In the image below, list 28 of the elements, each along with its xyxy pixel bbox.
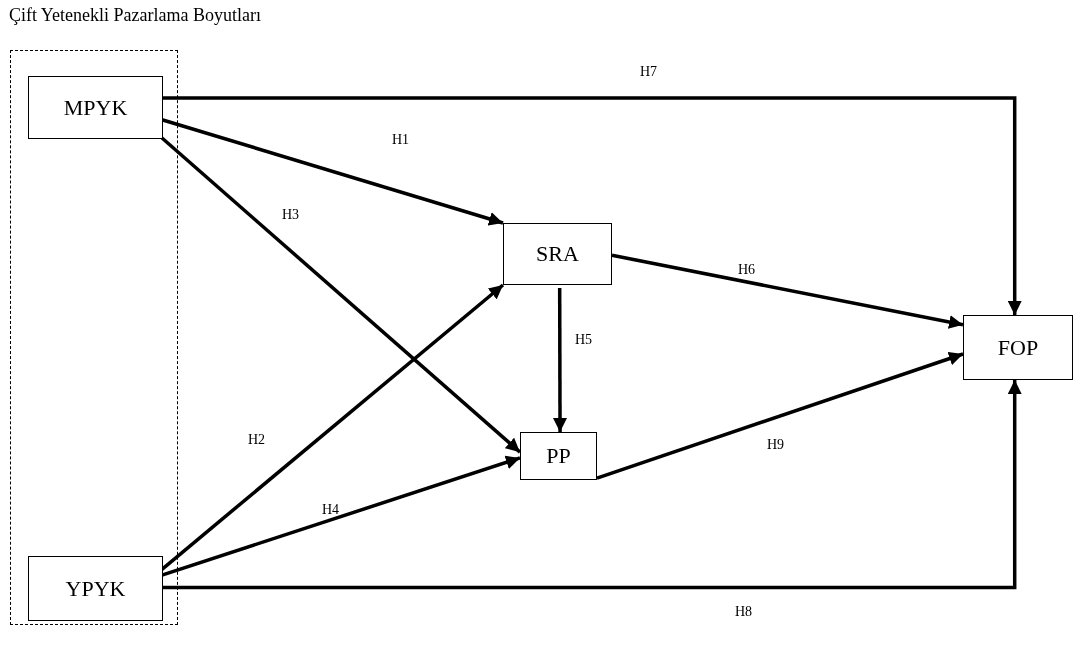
variable-box xyxy=(28,556,163,621)
arrow xyxy=(162,96,1022,315)
edge-label: H1 xyxy=(392,132,410,148)
edge-label: H6 xyxy=(738,262,756,278)
arrow xyxy=(161,455,521,577)
edge-label: H4 xyxy=(322,502,340,518)
variable-label: MPYK xyxy=(63,94,128,121)
variable-label: SRA xyxy=(536,241,579,267)
variable-box xyxy=(520,432,597,480)
group-heading: Çift Yetenekli Pazarlama Boyutları xyxy=(9,5,261,26)
variable-label: PP xyxy=(546,443,571,469)
variable-box xyxy=(963,315,1073,380)
edge-label: H2 xyxy=(248,432,266,448)
arrow xyxy=(553,288,567,432)
edge-label: H3 xyxy=(282,207,300,223)
arrow xyxy=(596,351,964,480)
variable-label: FOP xyxy=(997,334,1039,361)
edge-label: H5 xyxy=(575,332,593,348)
edge-label: H9 xyxy=(767,437,785,453)
arrow xyxy=(160,136,522,454)
variable-box xyxy=(503,223,612,285)
arrow xyxy=(161,118,504,226)
edge-label: H7 xyxy=(640,64,658,80)
variable-box xyxy=(28,76,163,139)
variable-label: YPYK xyxy=(65,575,126,602)
arrow xyxy=(611,253,964,329)
arrow xyxy=(162,380,1022,590)
edge-label: H8 xyxy=(735,604,753,620)
